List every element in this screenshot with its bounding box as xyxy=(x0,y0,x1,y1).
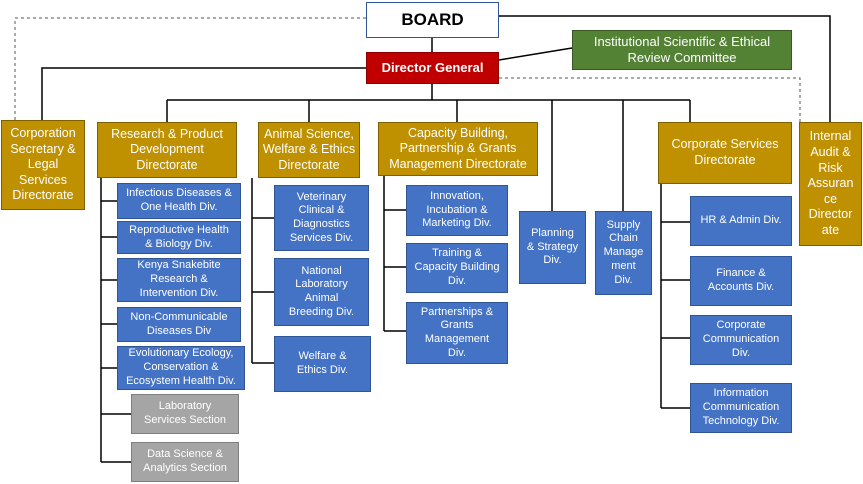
capacity-division-label: Training & Capacity Building Div. xyxy=(414,247,500,287)
animal-directorate-box: Animal Science, Welfare & Ethics Directo… xyxy=(258,122,360,178)
research-division-0: Infectious Diseases & One Health Div. xyxy=(117,183,241,219)
research-directorate-label: Research & Product Development Directora… xyxy=(111,126,223,172)
corporate-division-2: Corporate Communication Div. xyxy=(690,315,792,365)
research-section-label: Laboratory Services Section xyxy=(144,400,226,426)
ethics-committee-box: Institutional Scientific & Ethical Revie… xyxy=(572,30,792,70)
research-division-label: Evolutionary Ecology, Conservation & Eco… xyxy=(126,347,236,387)
corp-secretary-label: Corporation Secretary & Legal Services D… xyxy=(10,125,76,203)
animal-division-2: Welfare & Ethics Div. xyxy=(274,336,371,392)
corporate-division-label: Finance & Accounts Div. xyxy=(707,267,775,293)
research-section-label: Data Science & Analytics Section xyxy=(143,448,227,474)
corporate-division-label: HR & Admin Div. xyxy=(700,214,782,227)
capacity-division-label: Innovation, Incubation & Marketing Div. xyxy=(422,189,492,230)
planning-division-box: Planning & Strategy Div. xyxy=(519,211,586,284)
research-division-label: Kenya Snakebite Research & Intervention … xyxy=(137,259,221,299)
research-division-1: Reproductive Health & Biology Div. xyxy=(117,221,241,254)
corporate-division-3: Information Communication Technology Div… xyxy=(690,383,792,433)
research-directorate-box: Research & Product Development Directora… xyxy=(97,122,237,178)
director-general-label: Director General xyxy=(381,59,484,75)
capacity-division-label: Partnerships & Grants Management Div. xyxy=(420,305,494,359)
research-division-3: Non-Communicable Diseases Div xyxy=(117,307,241,342)
research-section-0: Laboratory Services Section xyxy=(131,394,239,434)
corporate-division-label: Information Communication Technology Div… xyxy=(702,387,780,427)
animal-division-label: Veterinary Clinical & Diagnostics Servic… xyxy=(289,190,354,244)
research-division-label: Infectious Diseases & One Health Div. xyxy=(126,187,232,213)
capacity-division-1: Training & Capacity Building Div. xyxy=(406,243,508,293)
supply-division-label: Supply Chain Manage ment Div. xyxy=(603,218,644,286)
board-label: BOARD xyxy=(401,10,464,30)
corporate-division-1: Finance & Accounts Div. xyxy=(690,256,792,306)
research-division-2: Kenya Snakebite Research & Intervention … xyxy=(117,258,241,302)
animal-division-label: Welfare & Ethics Div. xyxy=(296,350,349,376)
corporate-directorate-label: Corporate Services Directorate xyxy=(671,137,779,167)
corporate-division-label: Corporate Communication Div. xyxy=(702,319,780,359)
animal-division-1: National Laboratory Animal Breeding Div. xyxy=(274,258,369,326)
research-section-1: Data Science & Analytics Section xyxy=(131,442,239,482)
internal-audit-label: Internal Audit & Risk Assuran ce Directo… xyxy=(807,129,854,238)
corporate-directorate-box: Corporate Services Directorate xyxy=(658,122,792,184)
capacity-division-0: Innovation, Incubation & Marketing Div. xyxy=(406,185,508,236)
capacity-directorate-label: Capacity Building, Partnership & Grants … xyxy=(389,125,527,171)
animal-division-0: Veterinary Clinical & Diagnostics Servic… xyxy=(274,185,369,251)
internal-audit-box: Internal Audit & Risk Assuran ce Directo… xyxy=(799,122,862,246)
board-box: BOARD xyxy=(366,2,499,38)
research-division-label: Non-Communicable Diseases Div xyxy=(130,310,228,337)
director-general-box: Director General xyxy=(366,52,499,84)
corp-secretary-box: Corporation Secretary & Legal Services D… xyxy=(1,120,85,210)
research-division-4: Evolutionary Ecology, Conservation & Eco… xyxy=(117,346,245,390)
capacity-division-2: Partnerships & Grants Management Div. xyxy=(406,302,508,364)
animal-directorate-label: Animal Science, Welfare & Ethics Directo… xyxy=(262,126,356,172)
ethics-committee-label: Institutional Scientific & Ethical Revie… xyxy=(593,33,771,65)
capacity-directorate-box: Capacity Building, Partnership & Grants … xyxy=(378,122,538,176)
supply-division-box: Supply Chain Manage ment Div. xyxy=(595,211,652,295)
corporate-division-0: HR & Admin Div. xyxy=(690,196,792,246)
animal-division-label: National Laboratory Animal Breeding Div. xyxy=(288,264,355,318)
planning-division-label: Planning & Strategy Div. xyxy=(526,226,579,267)
research-division-label: Reproductive Health & Biology Div. xyxy=(129,223,229,250)
